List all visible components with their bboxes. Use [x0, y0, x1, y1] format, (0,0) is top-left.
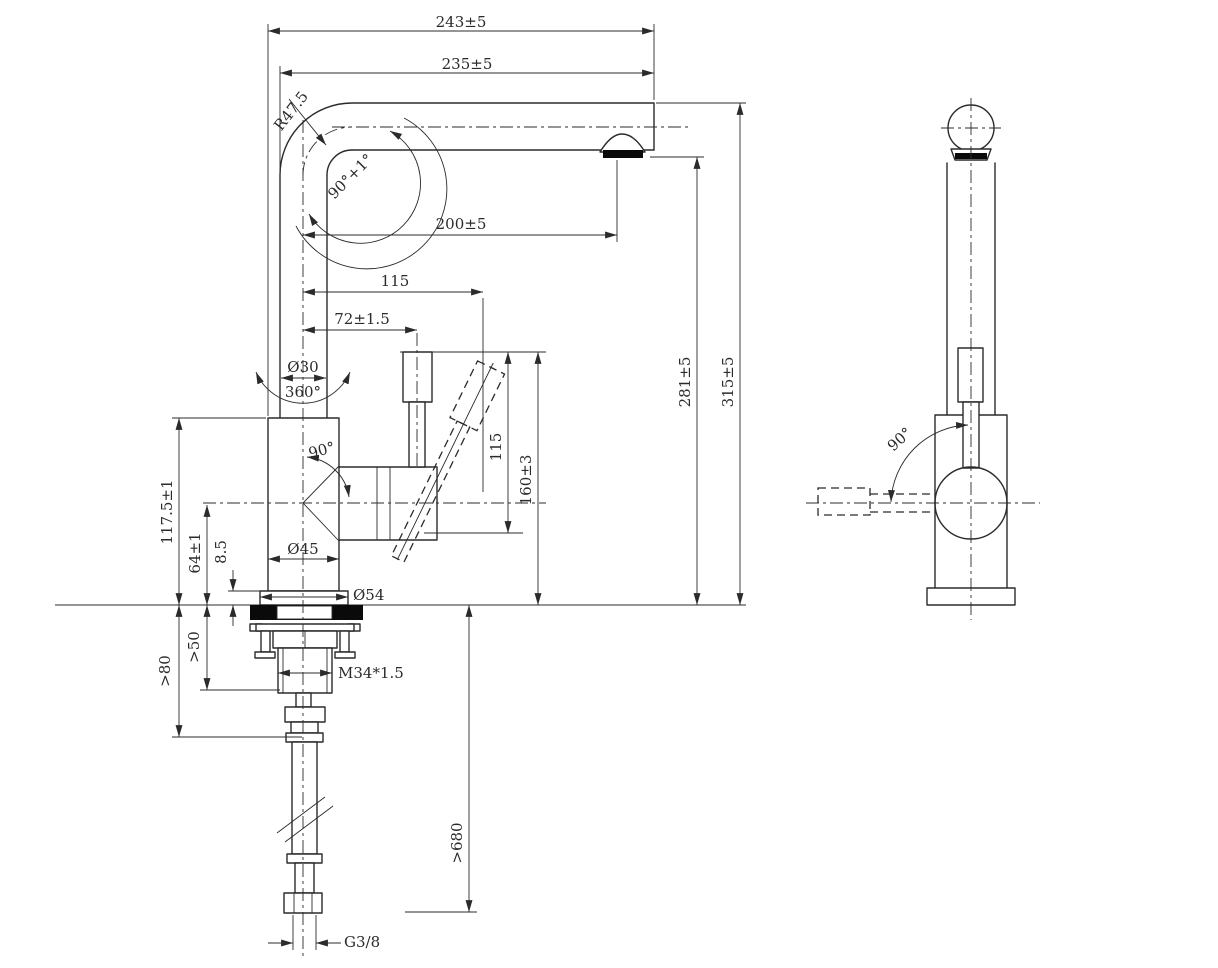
- handle-knob: [402, 351, 433, 403]
- dim-body-height: 117.5±1: [158, 417, 266, 605]
- front-dimensions: 243±5 235±5 R47.5 90°+1° 200±5: [156, 13, 746, 951]
- side-centerlines: [806, 98, 1040, 620]
- dim-spout-reach: 200±5: [303, 160, 618, 242]
- hose-break-mark-2: [284, 805, 334, 843]
- dim-handle-top-height: 160±3: [517, 352, 542, 605]
- dim-outlet-height: 281±5: [650, 156, 704, 605]
- dim-handle-tip-offset: 115: [303, 272, 484, 492]
- dim-body-dia: Ø45: [268, 540, 339, 563]
- valve-housing: [338, 466, 438, 541]
- side-outline: [817, 104, 1016, 606]
- dim-hose-thread: G3/8: [268, 915, 380, 951]
- dim-clearance-shank-label: >80: [156, 655, 174, 687]
- aerator-housing-dome: [599, 133, 646, 153]
- dim-bend-radius-label: R47.5: [270, 88, 312, 134]
- front-centerlines: [203, 120, 692, 956]
- dim-hose-length-label: >680: [448, 822, 466, 863]
- dim-total-height-label: 315±5: [719, 357, 737, 408]
- front-view: 243±5 235±5 R47.5 90°+1° 200±5: [55, 13, 746, 956]
- dim-spout-reach-label: 200±5: [436, 215, 487, 233]
- hose-break-mark-1: [276, 796, 326, 834]
- dim-total-height: 315±5: [656, 102, 746, 605]
- dim-clearance-shank: >80: [156, 605, 302, 738]
- dim-body-dia-label: Ø45: [287, 540, 318, 558]
- handle-tilted-ghost: [390, 360, 506, 563]
- dim-hose-length: >680: [405, 605, 477, 913]
- dim-bend-radius: R47.5: [270, 88, 327, 146]
- dim-handle-top-height-label: 160±3: [517, 455, 535, 506]
- dim-handle-offset-label: 72±1.5: [334, 310, 390, 328]
- hose-tube: [295, 692, 312, 708]
- side-view: 90°: [806, 98, 1040, 620]
- dim-overall-width-label: 243±5: [436, 13, 487, 31]
- dim-swivel-angle-label: 360°: [285, 383, 321, 401]
- stud-right: [339, 630, 350, 653]
- dim-shank-thread-label: M34*1.5: [338, 664, 404, 682]
- side-dim-handle-swing-label: 90°: [884, 424, 916, 455]
- aerator-screen: [603, 150, 643, 158]
- supply-hose: [276, 692, 334, 914]
- dim-body-height-label: 117.5±1: [158, 479, 176, 544]
- stud-foot-right: [334, 651, 356, 659]
- hose-adapter: [284, 706, 326, 723]
- stud-left: [260, 630, 271, 653]
- threaded-shank: [277, 647, 333, 694]
- dim-bend-angle-label: 90°+1°: [324, 150, 376, 202]
- hose-crimp-bottom: [286, 853, 323, 864]
- base-flange: [259, 590, 349, 606]
- dim-valve-center-height-label: 64±1: [186, 532, 204, 573]
- handle-ghost-axis: [396, 362, 494, 561]
- dim-spout-pipe-dia-label: Ø30: [287, 358, 318, 376]
- bend-centerline-arc: [302, 126, 353, 176]
- dim-shank-thread: M34*1.5: [278, 664, 404, 682]
- dim-spout-width: 235±5: [279, 55, 654, 173]
- spout-outer-edge: [279, 102, 655, 419]
- dim-spout-width-label: 235±5: [442, 55, 493, 73]
- dim-valve-center-height: 64±1: [186, 504, 211, 605]
- dim-handle-offset: 72±1.5: [303, 310, 417, 334]
- hose-adapter-step: [290, 721, 319, 734]
- dim-base-ring-height-label: 8.5: [212, 540, 230, 564]
- dim-spout-pipe-dia: Ø30: [281, 358, 326, 382]
- dim-bend-angle: 90°+1°: [295, 117, 448, 270]
- dim-handle-length: 115: [400, 351, 546, 534]
- stud-foot-left: [254, 651, 276, 659]
- gasket-shank-window: [276, 605, 333, 620]
- retaining-washer: [255, 623, 355, 632]
- dim-handle-tip-offset-label: 115: [381, 272, 410, 290]
- hose-crimp-top: [285, 732, 324, 743]
- dim-hose-thread-label: G3/8: [344, 933, 380, 951]
- dim-overall-width: 243±5: [267, 13, 655, 416]
- dim-clearance-nut: >50: [185, 605, 280, 691]
- dim-base-dia-label: Ø54: [353, 586, 384, 604]
- hose-braid: [291, 741, 318, 855]
- side-handle-knob-ghost: [817, 487, 871, 516]
- dim-clearance-nut-label: >50: [185, 631, 203, 663]
- hose-end-fitting: [294, 862, 315, 894]
- dim-base-ring-height: 8.5: [212, 540, 262, 626]
- dim-base-dia: Ø54: [260, 586, 384, 604]
- side-handle-knob: [957, 347, 984, 403]
- dim-handle-length-label: 115: [487, 433, 505, 462]
- dim-swivel-angle: 360°: [255, 371, 351, 404]
- dim-outlet-height-label: 281±5: [676, 357, 694, 408]
